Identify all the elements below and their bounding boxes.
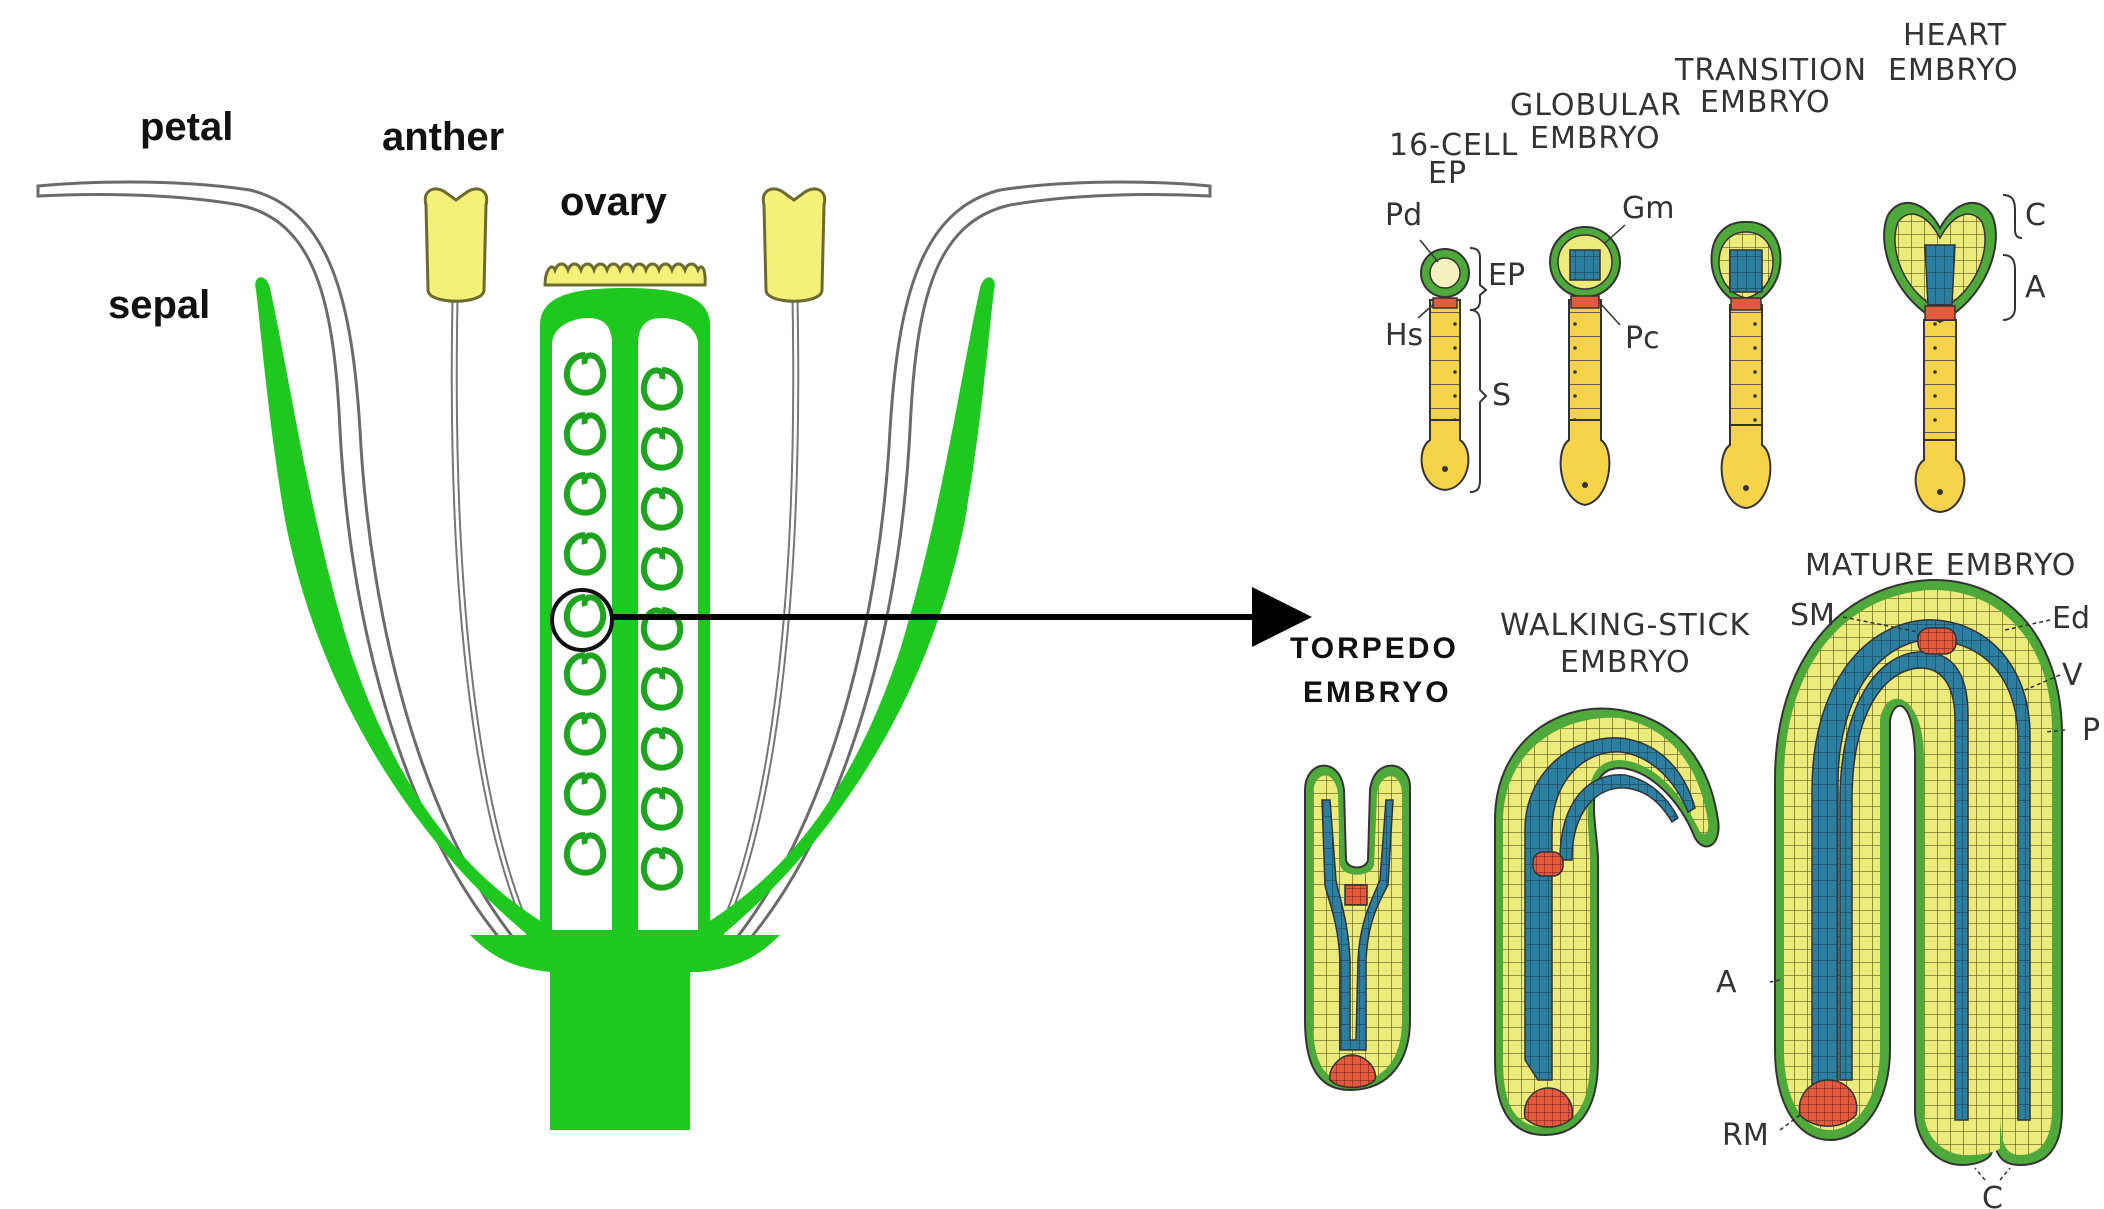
stage-walking-title-2: EMBRYO: [1560, 645, 1691, 680]
stage-torpedo-title-1: TORPEDO: [1290, 632, 1459, 665]
label-pc: Pc: [1625, 321, 1660, 356]
label-rm: RM: [1722, 1118, 1769, 1153]
stage-globular-title-1: GLOBULAR: [1510, 88, 1682, 123]
stage-torpedo-title-2: EMBRYO: [1303, 676, 1452, 709]
embryo-heart: [1884, 195, 2022, 512]
flower-stalk: [550, 965, 690, 1130]
embryo-mature: [1775, 580, 2062, 1165]
anther-label: anther: [382, 115, 504, 159]
stage-walking-title-1: WALKING-STICK: [1500, 608, 1750, 643]
anther-left-shape: [425, 189, 486, 301]
label-p: P: [2082, 713, 2100, 748]
stage-heart-title-1: HEART: [1903, 18, 2007, 53]
embryo-torpedo: [1305, 766, 1410, 1090]
flower: [38, 182, 1300, 1130]
embryo-transition: [1712, 222, 1781, 508]
label-v: V: [2062, 658, 2083, 693]
ep-bracket: [1470, 248, 1486, 310]
embryo-16-cell: [1421, 249, 1469, 490]
label-gm: Gm: [1622, 191, 1674, 226]
label-pd: Pd: [1385, 198, 1422, 233]
stage-mature-title: MATURE EMBRYO: [1805, 548, 2076, 583]
ovary-label: ovary: [560, 180, 667, 224]
filament-left: [454, 300, 530, 935]
embryo-walking-stick: [1495, 708, 1719, 1135]
petal-label: petal: [140, 105, 233, 149]
label-ed: Ed: [2052, 601, 2090, 636]
label-a-mature: A: [1716, 965, 1737, 1000]
sepal-right: [695, 277, 995, 945]
stage-heart-title-2: EMBRYO: [1888, 53, 2019, 88]
stage-globular-title-2: EMBRYO: [1530, 121, 1661, 156]
label-a: A: [2025, 270, 2046, 305]
label-c-mature: C: [1982, 1181, 2003, 1209]
label-c: C: [2025, 198, 2046, 233]
stage-16-cell-title-2: EP: [1428, 156, 1467, 191]
stigma: [545, 264, 705, 285]
sepal-left: [255, 277, 555, 945]
embryo-globular: [1550, 227, 1620, 505]
label-sm: SM: [1790, 598, 1835, 633]
stage-transition-title-2: EMBRYO: [1700, 85, 1831, 120]
label-hs: Hs: [1385, 318, 1423, 353]
label-s: S: [1492, 378, 1511, 413]
label-ep: EP: [1488, 258, 1525, 293]
stage-transition-title-1: TRANSITION: [1674, 53, 1867, 88]
s-bracket: [1470, 310, 1486, 492]
sepal-label: sepal: [108, 283, 210, 327]
anther-right-shape: [763, 189, 824, 301]
